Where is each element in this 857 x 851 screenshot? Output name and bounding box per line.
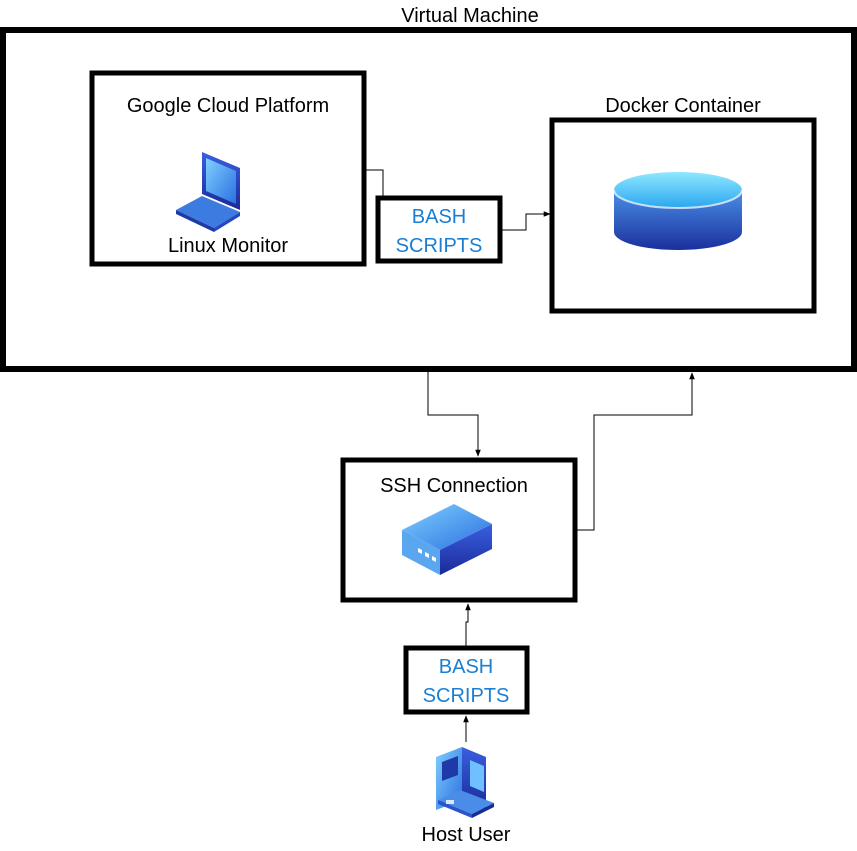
bash-scripts-top-line2: SCRIPTS	[396, 235, 483, 257]
ssh-connection-box	[340, 457, 578, 603]
bash-scripts-box-bottom	[403, 645, 530, 715]
docker-container-box	[549, 117, 817, 314]
laptop-icon	[176, 152, 240, 232]
server-box-icon	[402, 504, 492, 575]
connector-gcp-to-scripts	[364, 169, 384, 198]
connector-scripts-to-ssh	[465, 603, 471, 648]
connector-scripts-to-docker	[500, 211, 551, 231]
linux-monitor-label: Linux Monitor	[168, 235, 288, 257]
bash-scripts-top-line1: BASH	[412, 206, 466, 228]
docker-container-label: Docker Container	[605, 95, 761, 117]
connector-vm-to-ssh	[427, 369, 481, 457]
bash-scripts-bottom-line2: SCRIPTS	[423, 685, 510, 707]
virtual-machine-label: Virtual Machine	[401, 5, 538, 27]
bash-scripts-bottom-line1: BASH	[439, 656, 493, 678]
gcp-label: Google Cloud Platform	[127, 95, 329, 117]
connector-ssh-to-vm	[575, 372, 695, 531]
host-user-label: Host User	[422, 824, 511, 846]
workstation-icon	[436, 747, 494, 818]
gcp-box	[89, 70, 367, 267]
database-cylinder-icon	[613, 172, 743, 250]
ssh-connection-label: SSH Connection	[380, 475, 528, 497]
